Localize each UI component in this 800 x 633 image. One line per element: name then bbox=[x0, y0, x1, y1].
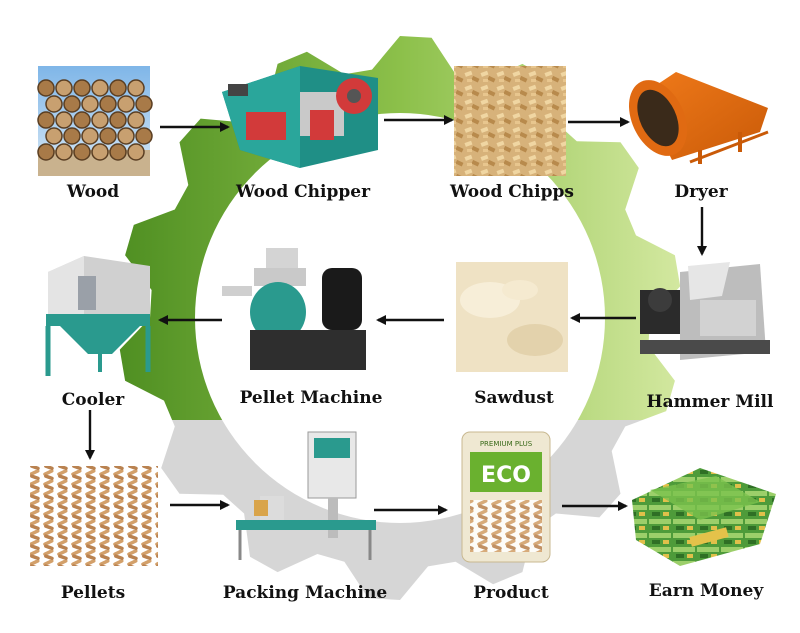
log-end bbox=[91, 79, 109, 97]
log-end bbox=[109, 111, 127, 129]
log-end bbox=[63, 95, 81, 113]
node-label-cooler: Cooler bbox=[61, 390, 125, 410]
log-end bbox=[73, 79, 91, 97]
log-end bbox=[127, 143, 145, 161]
log-end bbox=[91, 143, 109, 161]
log-end bbox=[55, 111, 73, 129]
log-end bbox=[109, 143, 127, 161]
bag-logo: ECO bbox=[481, 463, 531, 488]
log-end bbox=[45, 127, 63, 145]
log-end bbox=[135, 95, 153, 113]
bag-brand: PREMIUM PLUS bbox=[480, 440, 533, 448]
log-end bbox=[109, 79, 127, 97]
log-end bbox=[99, 127, 117, 145]
log-end bbox=[135, 127, 153, 145]
log-end bbox=[73, 143, 91, 161]
node-label-wood-chips: Wood Chipps bbox=[450, 182, 574, 202]
log-end bbox=[81, 127, 99, 145]
node-label-product: Product bbox=[473, 583, 549, 603]
log-end bbox=[99, 95, 117, 113]
node-label-pellet-machine: Pellet Machine bbox=[239, 388, 383, 408]
log-end bbox=[117, 127, 135, 145]
pellets-photo bbox=[30, 466, 158, 566]
log-end bbox=[37, 111, 55, 129]
log-end bbox=[55, 79, 73, 97]
node-label-packing-machine: Packing Machine bbox=[222, 583, 388, 603]
flow-arrows bbox=[85, 115, 707, 515]
node-label-earn-money: Earn Money bbox=[648, 581, 764, 601]
log-end bbox=[73, 111, 91, 129]
log-end bbox=[127, 79, 145, 97]
node-label-hammer-mill: Hammer Mill bbox=[646, 392, 774, 412]
log-end bbox=[117, 95, 135, 113]
logs-photo bbox=[37, 66, 153, 176]
log-end bbox=[45, 95, 63, 113]
sawdust-photo bbox=[456, 262, 568, 372]
packing-machine bbox=[236, 431, 376, 560]
log-end bbox=[81, 95, 99, 113]
node-label-dryer: Dryer bbox=[674, 182, 728, 202]
node-label-wood-chipper: Wood Chipper bbox=[235, 182, 371, 202]
rotary-dryer-machine bbox=[628, 72, 769, 164]
money-stack bbox=[632, 468, 776, 566]
wood-chips-photo bbox=[454, 66, 566, 176]
log-end bbox=[37, 143, 55, 161]
hammer-mill-machine bbox=[640, 262, 770, 360]
cooler-machine bbox=[45, 256, 151, 376]
log-end bbox=[37, 79, 55, 97]
log-end bbox=[55, 143, 73, 161]
wood-chipper-machine bbox=[222, 66, 378, 168]
pellet-bag: ECO PREMIUM PLUS bbox=[461, 431, 551, 563]
node-label-wood: Wood bbox=[66, 182, 120, 202]
log-end bbox=[127, 111, 145, 129]
node-label-pellets: Pellets bbox=[60, 583, 126, 603]
pellet-machine bbox=[222, 248, 366, 370]
node-label-sawdust: Sawdust bbox=[474, 388, 554, 408]
log-end bbox=[91, 111, 109, 129]
log-end bbox=[63, 127, 81, 145]
